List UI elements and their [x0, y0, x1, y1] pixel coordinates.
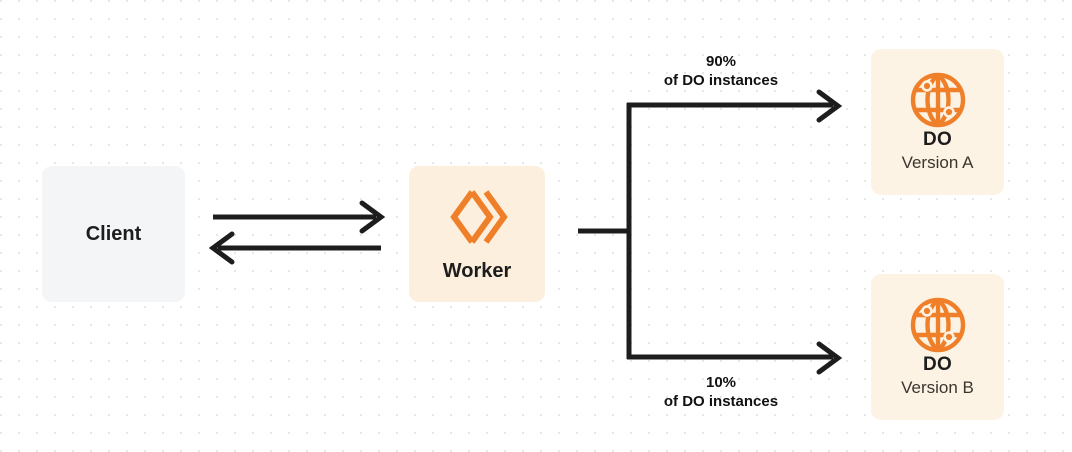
globe-icon [909, 71, 967, 129]
edge-label-version-a: 90% of DO instances [611, 52, 831, 91]
edge-label-version-b: 10% of DO instances [611, 373, 831, 412]
edge-label-description: of DO instances [663, 72, 779, 89]
durable-object-version-label: Version A [901, 153, 974, 172]
globe-icon [909, 296, 967, 354]
durable-object-label: DO [923, 129, 952, 150]
durable-object-label: DO [923, 354, 952, 375]
worker-branch-connector [578, 103, 632, 359]
worker-node-label: Worker [442, 259, 512, 282]
client-node[interactable]: Client [42, 166, 185, 302]
worker-to-version-a-arrow [627, 89, 843, 123]
response-arrow [208, 231, 381, 265]
cloudflare-workers-icon [446, 186, 508, 248]
durable-object-version-a-node[interactable]: DO Version A [871, 49, 1004, 195]
edge-label-description: of DO instances [663, 393, 779, 410]
worker-node[interactable]: Worker [409, 166, 545, 302]
edge-label-percent: 10% [705, 374, 737, 391]
client-node-label: Client [85, 222, 142, 245]
durable-object-version-label: Version B [901, 378, 974, 397]
edge-label-percent: 90% [705, 53, 737, 70]
worker-to-version-b-arrow [627, 341, 843, 375]
request-arrow [213, 200, 386, 234]
durable-object-version-b-node[interactable]: DO Version B [871, 274, 1004, 420]
